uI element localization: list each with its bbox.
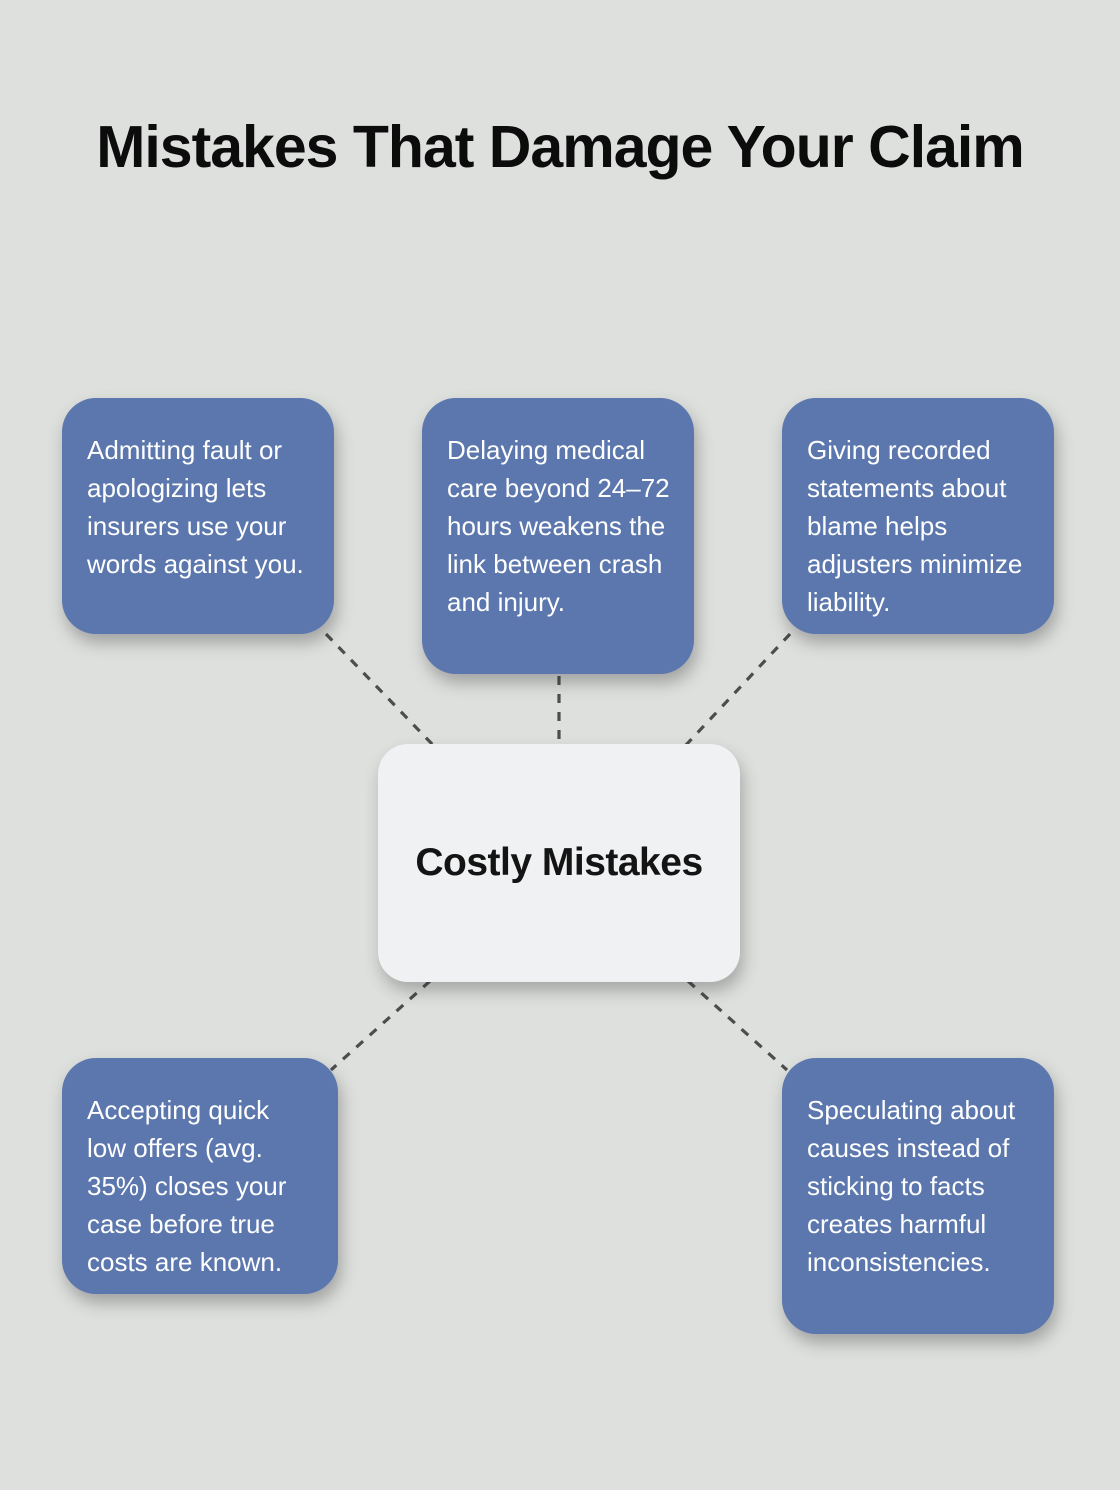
node-text: Delaying medical care beyond 24–72 hours… (447, 435, 670, 617)
connector-top-right (684, 632, 792, 747)
connector-bottom-left (329, 979, 432, 1072)
node-recorded-statements: Giving recorded statements about blame h… (782, 398, 1054, 634)
node-quick-offers: Accepting quick low offers (avg. 35%) cl… (62, 1058, 338, 1294)
page-title: Mistakes That Damage Your Claim (96, 114, 1025, 180)
node-text: Admitting fault or apologizing lets insu… (87, 435, 304, 579)
connector-bottom-right (686, 979, 789, 1072)
center-node-costly-mistakes: Costly Mistakes (378, 744, 740, 982)
node-delaying-care: Delaying medical care beyond 24–72 hours… (422, 398, 694, 674)
node-text: Accepting quick low offers (avg. 35%) cl… (87, 1095, 287, 1277)
node-text: Speculating about causes instead of stic… (807, 1095, 1016, 1277)
connector-top-left (324, 632, 435, 747)
center-node-label: Costly Mistakes (415, 841, 703, 884)
node-text: Giving recorded statements about blame h… (807, 435, 1023, 617)
node-admitting-fault: Admitting fault or apologizing lets insu… (62, 398, 334, 634)
node-speculating: Speculating about causes instead of stic… (782, 1058, 1054, 1334)
